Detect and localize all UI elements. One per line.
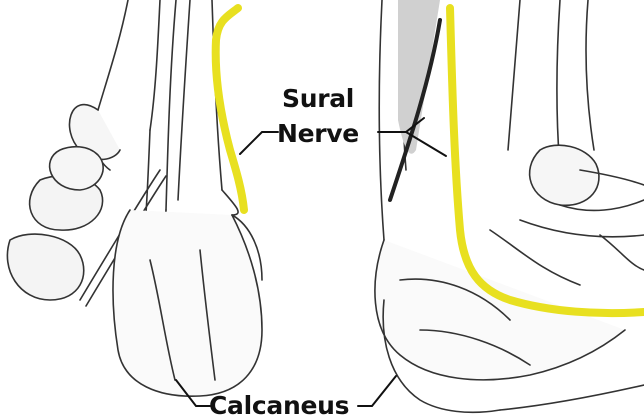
sural-nerve-left (216, 8, 244, 210)
left-ankle-drawing (7, 0, 262, 396)
shaded-groove (398, 0, 440, 154)
calcaneus-label: Calcaneus (209, 393, 349, 418)
sural-label: Sural (282, 86, 354, 111)
calcaneus-leader-right (358, 376, 396, 406)
sural-leader-left (240, 132, 278, 154)
nerve-label: Nerve (277, 121, 359, 146)
right-ankle-drawing (375, 0, 644, 412)
